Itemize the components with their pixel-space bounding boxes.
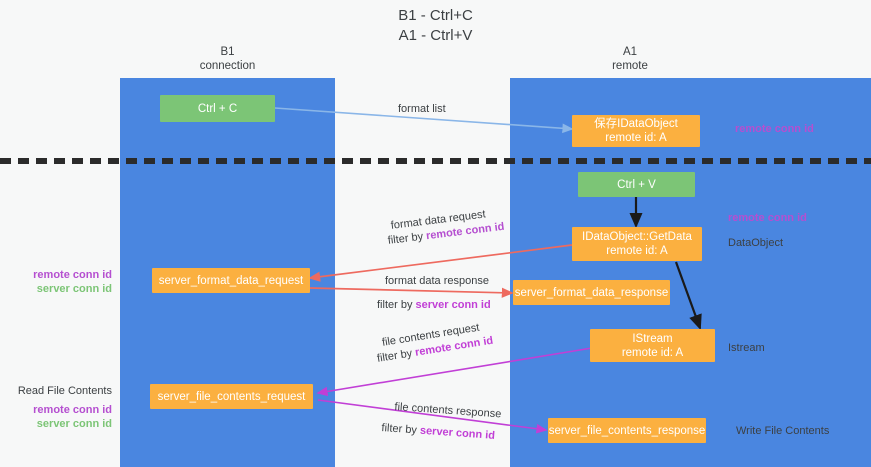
column-header-a1: A1 remote [612,46,648,72]
edge-label-format-data-response: format data response [385,275,489,287]
node-ctrl-v[interactable]: Ctrl + V [578,172,695,197]
right-label-istream: Istream [728,342,765,354]
right-label-write-file-contents: Write File Contents [736,425,830,437]
node-server-file-contents-response[interactable]: server_file_contents_response [548,418,706,443]
node-idataobject-getdata[interactable]: IDataObject::GetData remote id: A [572,227,702,261]
filter-key-server-conn-id: server conn id [419,424,496,442]
edge-label-file-contents-response-filter: filter by server conn id [381,421,495,443]
column-header-b1: B1 connection [199,46,256,72]
arrow-format-data-response [309,287,514,298]
edge-label-format-data-response-filter: filter by server conn id [377,298,491,312]
node-server-format-data-request[interactable]: server_format_data_request [152,268,310,293]
left-label-server-conn-id-2: server conn id [36,418,112,430]
node-server-format-data-response[interactable]: server_format_data_response [513,280,670,305]
left-label-read-file-contents: Read File Contents [17,385,112,397]
node-ctrl-c[interactable]: Ctrl + C [160,95,275,122]
filter-prefix: filter by [376,346,417,365]
filter-key-server-conn-id: server conn id [415,299,491,311]
right-label-remote-conn-id-top: remote conn id [735,123,814,135]
node-save-idataobject[interactable]: 保存IDataObject remote id: A [572,115,700,147]
filter-prefix: filter by [381,421,421,437]
left-label-remote-conn-id-2: remote conn id [33,404,112,416]
right-label-dataobject: DataObject [728,237,784,249]
edge-label-format-list: format list [398,103,446,115]
edge-label-file-contents-response-text: file contents response [394,400,502,421]
page-title: B1 - Ctrl+C A1 - Ctrl+V [398,7,473,44]
filter-prefix: filter by [377,299,416,311]
node-server-file-contents-request[interactable]: server_file_contents_request [150,384,313,409]
edge-label-file-contents-response: file contents response [394,400,502,421]
node-istream[interactable]: IStream remote id: A [590,329,715,362]
left-label-server-conn-id: server conn id [36,283,112,295]
right-label-remote-conn-id-mid: remote conn id [728,212,807,224]
left-label-remote-conn-id: remote conn id [33,269,112,281]
filter-prefix: filter by [387,230,427,247]
